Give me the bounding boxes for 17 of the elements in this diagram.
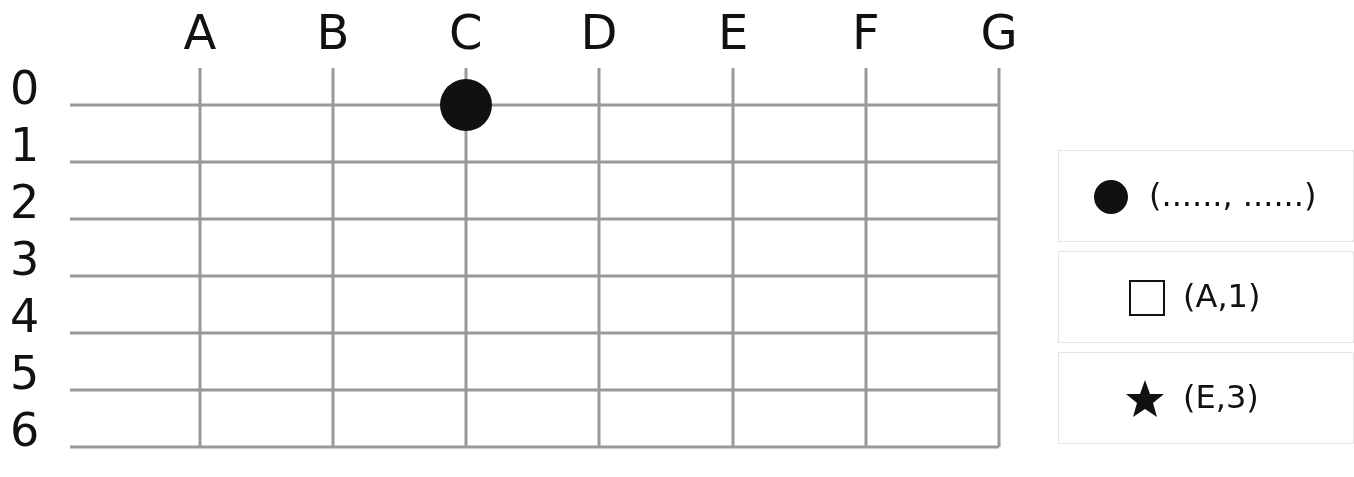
row-number: 5 (10, 350, 40, 396)
column-letter: A (183, 8, 217, 56)
row-number: 0 (10, 65, 40, 111)
column-letter: D (580, 8, 618, 56)
column-letter: C (449, 8, 483, 56)
row-number: 3 (10, 236, 40, 282)
column-letter: F (852, 8, 880, 56)
row-number: 2 (10, 179, 40, 225)
column-letter: B (316, 8, 350, 56)
coordinate-text: (A,1) (1183, 280, 1261, 312)
row-number: 6 (10, 407, 40, 453)
row-number: 4 (10, 293, 40, 339)
column-letter: G (980, 8, 1018, 56)
coordinate-text: (......, ......) (1149, 179, 1317, 211)
column-letter: E (718, 8, 749, 56)
coordinate-text: (E,3) (1183, 381, 1259, 413)
row-number: 1 (10, 122, 40, 168)
